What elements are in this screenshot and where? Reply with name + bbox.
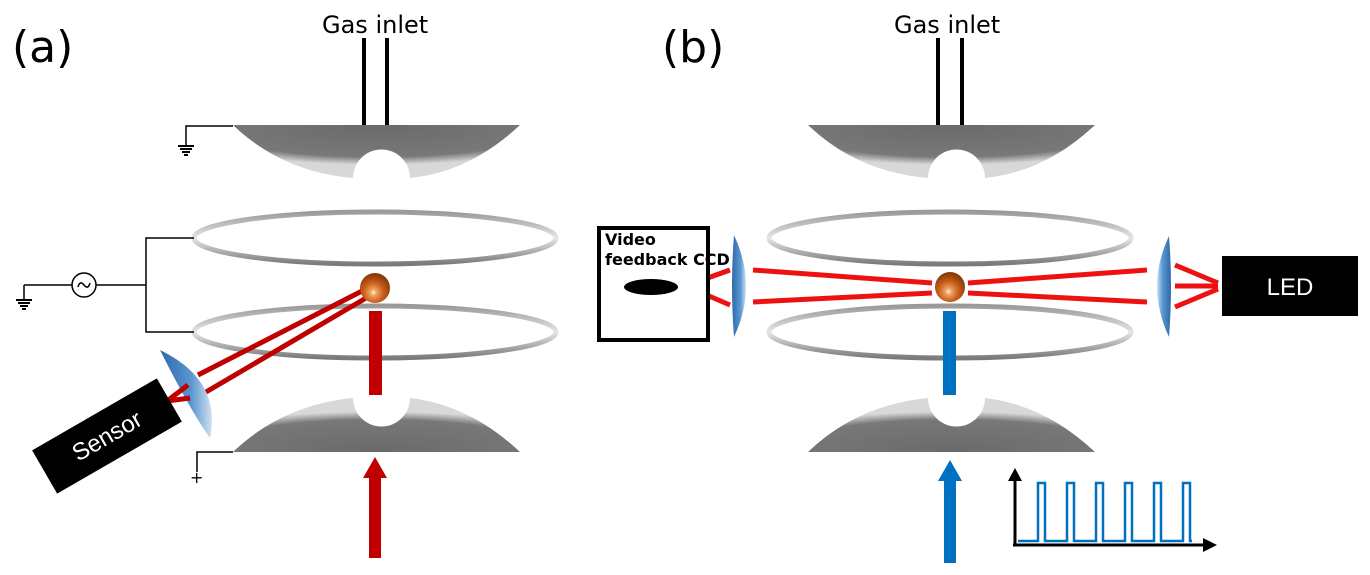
ground-icon	[178, 145, 194, 156]
bias-wire-a	[196, 451, 233, 472]
trapped-particle-a	[360, 273, 390, 303]
top-electrode-a	[233, 125, 520, 178]
imaging-lens-b	[732, 235, 746, 337]
scatter-beam-lower-a	[204, 295, 368, 395]
led-label: LED	[1267, 274, 1314, 301]
pulse-waveform	[1018, 481, 1192, 543]
collection-lens-a	[160, 350, 212, 438]
video-feedback-ccd-box: Video feedback CCD	[597, 226, 730, 342]
gas-inlet-label-b: Gas inlet	[894, 11, 1000, 39]
ccd-label-line1: Video	[605, 230, 656, 249]
ac-circuit-a	[16, 237, 194, 333]
top-electrode-b	[808, 125, 1095, 178]
laser-input-arrow-a	[363, 457, 387, 558]
panel-b-label: (b)	[662, 22, 724, 73]
vertical-laser-beam-a	[369, 311, 382, 395]
sensor-box: Sensor	[32, 378, 182, 494]
bottom-electrode-a	[233, 398, 520, 452]
trapped-particle-b	[935, 272, 965, 302]
led-box: LED	[1222, 256, 1358, 316]
pulse-y-axis-arrowhead-icon	[1008, 468, 1022, 481]
gas-inlet-label-a: Gas inlet	[322, 11, 428, 39]
vertical-laser-beam-b	[943, 311, 956, 395]
laser-input-arrow-b	[938, 460, 962, 563]
illumination-beams-b	[687, 262, 1219, 310]
ccd-image-spot	[624, 279, 678, 295]
upper-ring-electrode-a	[191, 209, 559, 267]
condenser-lens-b	[1157, 236, 1171, 337]
panel-a-label: (a)	[12, 22, 73, 73]
bottom-electrode-b	[808, 398, 1095, 452]
ground-icon	[16, 299, 32, 310]
ground-wire-top-a	[185, 125, 233, 146]
pulse-train-inset	[1008, 468, 1217, 552]
scatter-beam-upper-a	[196, 288, 364, 378]
ccd-label-line2: feedback CCD	[605, 250, 730, 269]
upper-ring-electrode-b	[766, 209, 1134, 267]
panel-a: (a) Gas inlet	[12, 11, 559, 558]
positive-polarity-sign: +	[190, 468, 203, 487]
pulse-x-axis-arrowhead-icon	[1203, 538, 1217, 552]
panel-b: (b) Gas inlet Video fee	[597, 11, 1358, 563]
focused-beam-a-2	[166, 395, 191, 404]
